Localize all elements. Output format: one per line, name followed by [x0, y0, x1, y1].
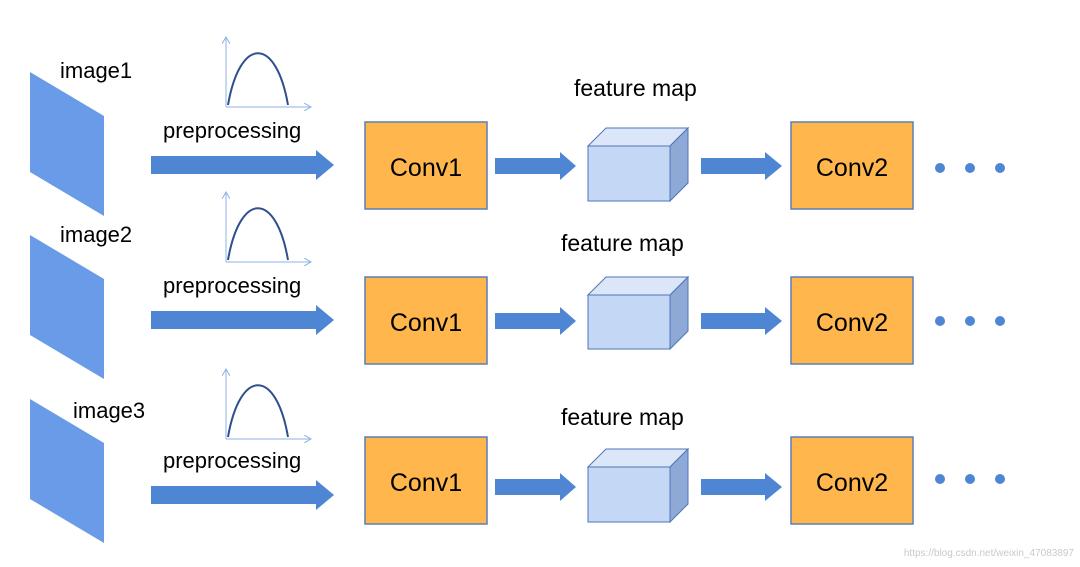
- feature-map-label: feature map: [561, 230, 684, 256]
- conv1-to-feature-arrow: [495, 152, 576, 180]
- preprocessing-arrow: [151, 480, 334, 510]
- feature-map-label: feature map: [574, 75, 697, 101]
- feature-to-conv2-arrow: [701, 307, 782, 335]
- watermark-text: https://blog.csdn.net/weixin_47083897: [904, 548, 1075, 559]
- preprocessing-arrow: [151, 150, 334, 180]
- conv2-label: Conv2: [816, 469, 888, 497]
- feature-map-cube: [586, 126, 690, 203]
- pipeline-row-2: image2 preprocessing Conv1 feature map C…: [30, 193, 1005, 379]
- feature-to-conv2-arrow: [701, 152, 782, 180]
- preprocessing-arrow: [151, 305, 334, 335]
- preprocessing-curve-icon: [226, 38, 310, 107]
- conv1-block: [364, 436, 488, 525]
- conv1-label: Conv1: [390, 309, 462, 337]
- preprocessing-curve-icon: [226, 193, 310, 262]
- continuation-dots: [935, 474, 1005, 484]
- conv1-block: [364, 276, 488, 365]
- image-label: image1: [60, 58, 132, 83]
- preprocessing-label: preprocessing: [163, 273, 301, 298]
- feature-to-conv2-arrow: [701, 473, 782, 501]
- conv1-label: Conv1: [390, 469, 462, 497]
- conv1-block: [364, 121, 488, 210]
- conv2-label: Conv2: [816, 154, 888, 182]
- input-image-plane: [30, 399, 104, 543]
- preprocessing-curve-icon: [226, 370, 310, 439]
- feature-map-cube: [586, 275, 690, 351]
- pipeline-row-1: image1 preprocessing Conv1 feature map C…: [30, 38, 1005, 216]
- conv1-to-feature-arrow: [495, 307, 576, 335]
- conv1-label: Conv1: [390, 154, 462, 182]
- feature-map-label: feature map: [561, 404, 684, 430]
- conv2-label: Conv2: [816, 309, 888, 337]
- input-image-plane: [30, 72, 104, 216]
- image-label: image2: [60, 222, 132, 247]
- conv1-to-feature-arrow: [495, 473, 576, 501]
- preprocessing-label: preprocessing: [163, 448, 301, 473]
- feature-map-cube: [586, 447, 690, 524]
- conv2-block: [790, 276, 914, 365]
- preprocessing-label: preprocessing: [163, 118, 301, 143]
- conv2-block: [790, 121, 914, 210]
- image-label: image3: [73, 398, 145, 423]
- conv2-block: [790, 436, 914, 525]
- pipeline-row-3: image3 preprocessing Conv1 feature map C…: [30, 370, 1005, 543]
- input-image-plane: [30, 235, 104, 379]
- continuation-dots: [935, 316, 1005, 326]
- continuation-dots: [935, 163, 1005, 173]
